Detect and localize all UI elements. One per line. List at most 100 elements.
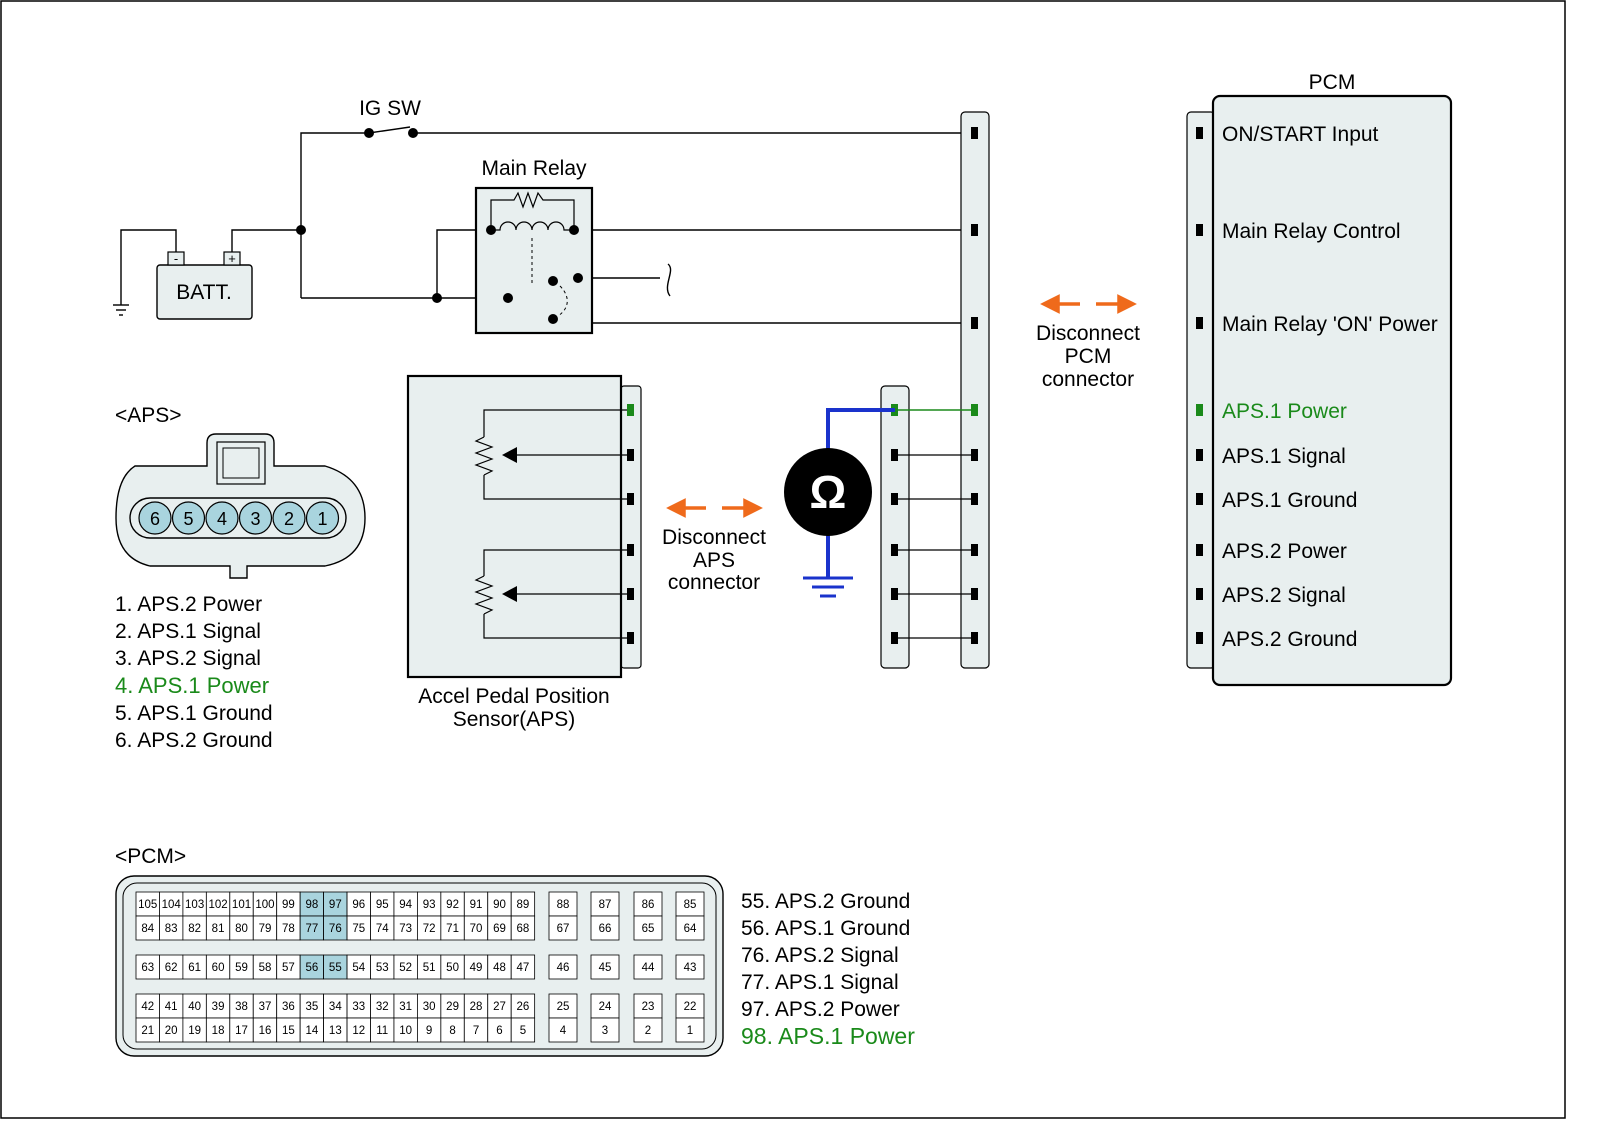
pcm-pin-label: APS.2 Ground	[1222, 628, 1357, 651]
pcm-pin-cell	[675, 993, 705, 1019]
pcm-pin-number: 102	[208, 899, 227, 911]
pcm-pin-number: 8	[449, 1025, 455, 1037]
pcm-pin-number: 104	[162, 899, 182, 911]
pcm-pin-number: 74	[376, 923, 389, 935]
pcm-pin-cell	[590, 993, 620, 1019]
ohmmeter: Ω	[784, 408, 895, 598]
pcm-pin-marker	[1196, 317, 1203, 329]
pcm-pin-marker	[1196, 127, 1203, 139]
aps-sensor-box	[406, 374, 623, 679]
pcm-pin-cell	[548, 1017, 578, 1043]
pcm-pin-cell	[675, 915, 705, 941]
wiper-arrow	[502, 447, 517, 463]
pcm-pin-cell	[633, 1017, 663, 1043]
pcm-box	[1211, 94, 1453, 687]
junction-dot	[432, 293, 442, 303]
pcm-pin-number: 56	[305, 962, 318, 974]
pcm-pin-number: 67	[557, 923, 570, 935]
pcm-pin-number: 3	[602, 1025, 608, 1037]
pcm-pin-number: 11	[376, 1025, 388, 1037]
pcm-pin-number: 38	[235, 1001, 248, 1013]
pcm-pin-cell	[633, 915, 663, 941]
pcm-pin-number: 41	[165, 1001, 178, 1013]
battery-negative-label: -	[174, 251, 178, 266]
pcm-pin-number: 51	[423, 962, 436, 974]
pcm-pin-marker	[1196, 632, 1203, 644]
harness-wires	[895, 454, 975, 639]
battery-ground-symbol	[113, 304, 129, 316]
pcm-pin-number: 20	[165, 1025, 178, 1037]
aps-sensor-connector-strip	[620, 385, 642, 669]
pcm-pin-number: 13	[329, 1025, 342, 1037]
pcm-pin-number: 68	[517, 923, 530, 935]
pcm-pin-number: 91	[470, 899, 483, 911]
aps-pin-number: 3	[250, 509, 260, 529]
pcm-legend-item: 98. APS.1 Power	[741, 1023, 915, 1049]
pcm-pin-number: 103	[185, 899, 204, 911]
pcm-pin-number: 94	[399, 899, 412, 911]
pcm-pin-number: 93	[423, 899, 436, 911]
pcm-pin-number: 89	[517, 899, 530, 911]
pcm-pin-number: 65	[642, 923, 655, 935]
pcm-pin-number: 46	[557, 962, 570, 974]
pcm-pin-number: 60	[212, 962, 225, 974]
pcm-legend-item: 76. APS.2 Signal	[741, 944, 899, 967]
aps-sensor-pin-aps1-power	[627, 404, 634, 416]
pcm-pin-cell	[590, 891, 620, 917]
pcm-pin-number: 97	[329, 899, 342, 911]
disconnect-pcm-line2: PCM	[1065, 345, 1112, 368]
pcm-pin-marker	[1196, 224, 1203, 236]
pcm-pin-number: 48	[493, 962, 506, 974]
aps-pin-circle	[272, 501, 306, 535]
pcm-pin-number: 28	[470, 1001, 483, 1013]
pcm-pin-number: 78	[282, 923, 295, 935]
pcm-pin-number: 27	[493, 1001, 506, 1013]
aps-legend-item: 2. APS.1 Signal	[115, 620, 261, 643]
aps-legend-item: 5. APS.1 Ground	[115, 702, 273, 725]
aps-heading: <APS>	[115, 404, 182, 427]
pcm-pin-number: 57	[282, 962, 295, 974]
pcm-pin-number: 7	[473, 1025, 479, 1037]
pcm-pin-number: 29	[446, 1001, 459, 1013]
aps-pin-circle	[138, 501, 172, 535]
pcm-pin-number: 47	[517, 962, 530, 974]
pcm-pin-cell	[510, 915, 536, 941]
pcm-pin-number: 33	[352, 1001, 365, 1013]
sensor-label-line1: Accel Pedal Position	[418, 685, 609, 708]
sensor-label-line2: Sensor(APS)	[453, 708, 576, 731]
disconnect-pcm-line1: Disconnect	[1036, 322, 1140, 345]
pcm-pin-number: 18	[212, 1025, 225, 1037]
pcm-pin-number: 92	[446, 899, 459, 911]
pcm-pin-number: 16	[259, 1025, 272, 1037]
pcm-pin-number: 44	[642, 962, 655, 974]
pcm-pin-number: 105	[138, 899, 157, 911]
aps-sensor-internal	[474, 409, 631, 639]
pcm-pin-number: 50	[446, 962, 459, 974]
pcm-pin-number: 42	[141, 1001, 154, 1013]
frame	[0, 0, 1566, 1119]
pcm-pin-cell	[590, 915, 620, 941]
pcm-pin-number: 87	[599, 899, 612, 911]
pcm-pin-cell	[675, 954, 705, 980]
aps-legend-item: 1. APS.2 Power	[115, 593, 262, 616]
aps-pin-number: 2	[284, 509, 294, 529]
pcm-pin-cell	[590, 954, 620, 980]
pcm-pin-number: 45	[599, 962, 612, 974]
pcm-pin-number: 98	[305, 899, 318, 911]
pcm-pin-number: 54	[352, 962, 365, 974]
pcm-pin-number: 64	[684, 923, 697, 935]
pcm-pin-number: 12	[352, 1025, 365, 1037]
pcm-pin-number: 81	[212, 923, 225, 935]
wiper-arrow	[502, 586, 517, 602]
pcm-pin-number: 22	[684, 1001, 697, 1013]
pcm-pin-number: 63	[141, 962, 154, 974]
pcm-pin-number: 66	[599, 923, 612, 935]
pcm-pin-number: 86	[642, 899, 655, 911]
battery-positive-label: +	[228, 251, 236, 266]
pcm-pin-number: 21	[141, 1025, 154, 1037]
pcm-pin-number: 2	[645, 1025, 651, 1037]
pcm-legend-item: 97. APS.2 Power	[741, 998, 900, 1021]
